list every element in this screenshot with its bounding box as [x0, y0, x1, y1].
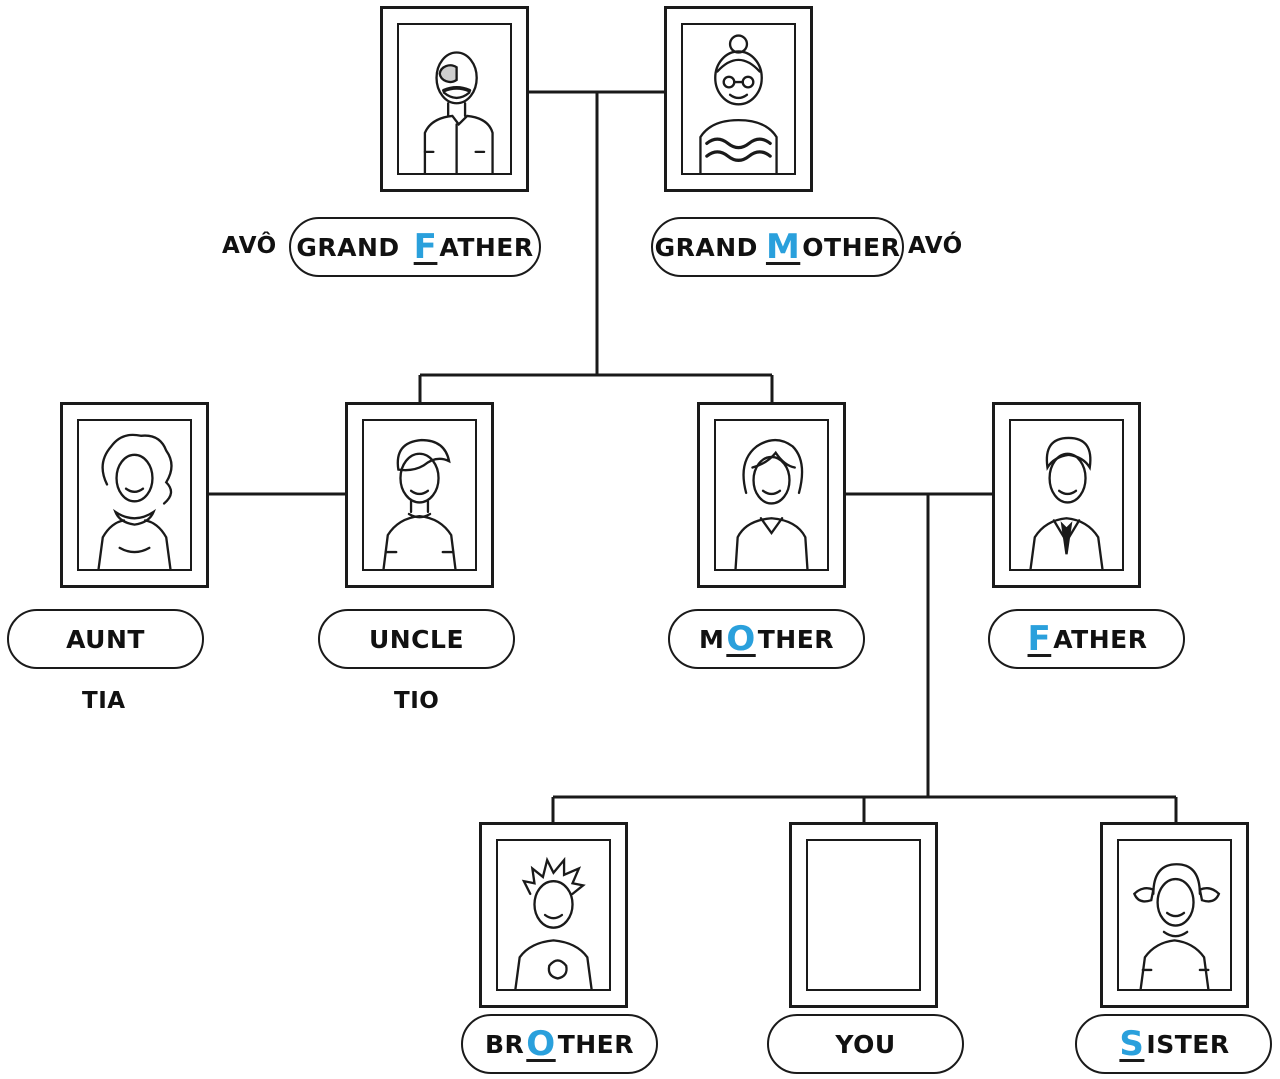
grandmother-label-rest: OTHER — [802, 232, 901, 262]
mother-frame — [697, 402, 846, 588]
brother-label: BR O THER — [461, 1014, 658, 1074]
grandfather-label-text: GRAND — [296, 232, 400, 262]
grandmother-portrait-icon — [699, 34, 778, 173]
you-label: YOU — [767, 1014, 964, 1074]
grandfather-translation: AVÔ — [222, 233, 277, 259]
aunt-label: AUNT — [7, 609, 204, 669]
mother-highlight-letter: O — [726, 619, 756, 659]
father-highlight-letter: F — [1027, 619, 1052, 659]
uncle-translation: TIO — [394, 688, 440, 714]
aunt-frame — [60, 402, 209, 588]
you-label-text: YOU — [835, 1029, 896, 1059]
mother-label: M O THER — [668, 609, 865, 669]
empty-photo-area — [806, 839, 921, 991]
brother-label-rest: THER — [557, 1029, 635, 1059]
mother-label-rest: THER — [757, 624, 835, 654]
sister-label-rest: ISTER — [1146, 1029, 1230, 1059]
father-portrait-icon — [1029, 436, 1104, 569]
you-frame — [789, 822, 938, 1008]
grandmother-label: GRAND M OTHER — [651, 217, 904, 277]
uncle-label-text: UNCLE — [368, 624, 465, 654]
sister-label: S ISTER — [1075, 1014, 1272, 1074]
uncle-frame — [345, 402, 494, 588]
grandmother-frame — [664, 6, 813, 192]
sister-portrait-icon — [1132, 863, 1221, 989]
grandmother-label-text: GRAND — [654, 232, 758, 262]
sister-frame — [1100, 822, 1249, 1008]
sister-highlight-letter: S — [1119, 1024, 1145, 1064]
mother-label-text: M — [698, 624, 725, 654]
grandfather-frame — [380, 6, 529, 192]
brother-portrait-icon — [514, 856, 593, 989]
grandmother-highlight-letter: M — [765, 227, 801, 267]
mother-portrait-icon — [734, 438, 809, 569]
grandfather-label-rest: ATHER — [439, 232, 534, 262]
father-label-rest: ATHER — [1053, 624, 1148, 654]
grandfather-label: GRAND F ATHER — [289, 217, 541, 277]
father-label: F ATHER — [988, 609, 1185, 669]
brother-label-text: BR — [484, 1029, 525, 1059]
grandmother-translation: AVÓ — [908, 233, 963, 259]
aunt-label-text: AUNT — [66, 624, 145, 654]
aunt-translation: TIA — [82, 688, 126, 714]
father-frame — [992, 402, 1141, 588]
brother-highlight-letter: O — [526, 1024, 556, 1064]
brother-frame — [479, 822, 628, 1008]
uncle-label: UNCLE — [318, 609, 515, 669]
uncle-portrait-icon — [382, 438, 457, 569]
aunt-portrait-icon — [97, 433, 173, 569]
grandfather-portrait-icon — [423, 51, 494, 173]
grandfather-highlight-letter: F — [413, 227, 438, 267]
